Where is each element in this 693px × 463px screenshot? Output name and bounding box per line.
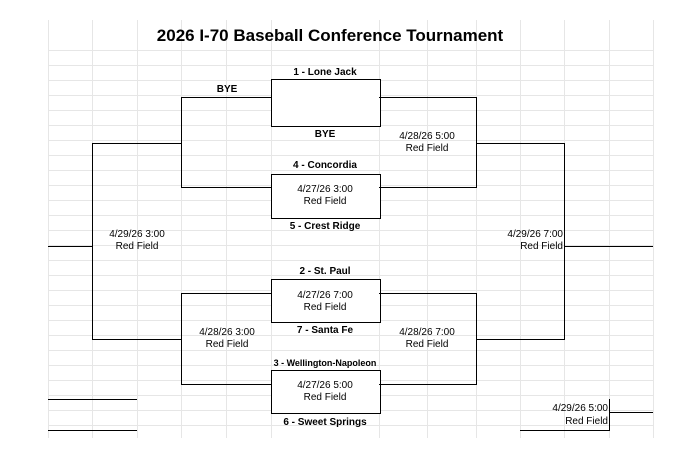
team-label-concordia: 4 - Concordia	[293, 160, 357, 171]
matchup-box-3v6	[271, 370, 381, 414]
team-label-santa-fe: 7 - Santa Fe	[296, 325, 354, 336]
bracket-line	[379, 97, 476, 98]
game-datetime: 4/28/26 7:00	[399, 327, 455, 338]
bracket-line	[609, 412, 653, 413]
game-field: Red Field	[565, 416, 608, 427]
team-label-crest-ridge: 5 - Crest Ridge	[289, 221, 361, 232]
bye-label: BYE	[216, 84, 238, 95]
bracket-line	[476, 143, 564, 144]
team-label-sweet-springs: 6 - Sweet Springs	[283, 417, 367, 428]
bracket-line	[379, 293, 476, 294]
bracket-line	[92, 143, 182, 144]
grid-line	[48, 140, 653, 141]
bracket-line	[609, 399, 610, 430]
bracket-line	[48, 399, 137, 400]
grid-line	[609, 20, 610, 438]
grid-line	[226, 20, 227, 438]
bracket-line	[564, 246, 653, 247]
grid-line	[271, 20, 272, 438]
grid-line	[379, 20, 380, 438]
bracket-line	[379, 384, 476, 385]
matchup-box-lone-jack	[271, 79, 381, 127]
game-field: Red Field	[303, 392, 347, 403]
bracket-line	[476, 339, 564, 340]
matchup-box-4v5	[271, 174, 381, 219]
grid-line	[520, 20, 521, 438]
game-datetime: 4/28/26 3:00	[199, 327, 255, 338]
bracket-line	[476, 97, 477, 188]
bracket-line	[379, 187, 476, 188]
bracket-line	[181, 384, 272, 385]
grid-line	[48, 365, 653, 366]
game-field: Red Field	[303, 196, 347, 207]
team-label-lone-jack: 1 - Lone Jack	[293, 67, 357, 78]
grid-line	[48, 155, 653, 156]
game-field: Red Field	[115, 241, 159, 252]
game-field: Red Field	[205, 339, 249, 350]
grid-line	[48, 170, 653, 171]
grid-line	[48, 245, 653, 246]
bye-label-box: BYE	[314, 129, 336, 140]
game-datetime: 4/29/26 5:00	[552, 403, 608, 414]
grid-line	[137, 20, 138, 438]
bracket-line	[181, 187, 272, 188]
grid-line	[427, 20, 428, 438]
grid-line	[48, 425, 653, 426]
game-field: Red Field	[520, 241, 563, 252]
game-datetime: 4/27/26 7:00	[297, 290, 353, 301]
game-datetime: 4/27/26 3:00	[297, 184, 353, 195]
game-datetime: 4/29/26 7:00	[507, 229, 563, 240]
grid-line	[48, 230, 653, 231]
grid-line	[653, 20, 654, 438]
bracket-line	[92, 143, 93, 340]
grid-line	[476, 20, 477, 438]
matchup-box-2v7	[271, 279, 381, 323]
game-field: Red Field	[405, 143, 449, 154]
game-datetime: 4/27/26 5:00	[297, 380, 353, 391]
game-field: Red Field	[303, 302, 347, 313]
grid-line	[48, 260, 653, 261]
grid-line	[48, 20, 49, 438]
grid-line	[48, 335, 653, 336]
grid-line	[48, 50, 653, 51]
grid-line	[48, 275, 653, 276]
game-field: Red Field	[405, 339, 449, 350]
grid-line	[181, 20, 182, 438]
game-datetime: 4/29/26 3:00	[109, 229, 165, 240]
team-label-st-paul: 2 - St. Paul	[299, 266, 351, 277]
game-datetime: 4/28/26 5:00	[399, 131, 455, 142]
page-title: 2026 I-70 Baseball Conference Tournament	[156, 26, 504, 45]
grid-line	[48, 65, 653, 66]
bracket-line	[48, 246, 93, 247]
grid-line	[48, 350, 653, 351]
bracket-line	[181, 293, 272, 294]
bracket-line	[48, 430, 137, 431]
team-label-wellington-napoleon: 3 - Wellington-Napoleon	[273, 358, 377, 368]
bracket-line	[181, 97, 182, 188]
bracket-line	[520, 430, 610, 431]
bracket-line	[564, 143, 565, 340]
bracket-line	[92, 339, 182, 340]
bracket-line	[181, 97, 272, 98]
